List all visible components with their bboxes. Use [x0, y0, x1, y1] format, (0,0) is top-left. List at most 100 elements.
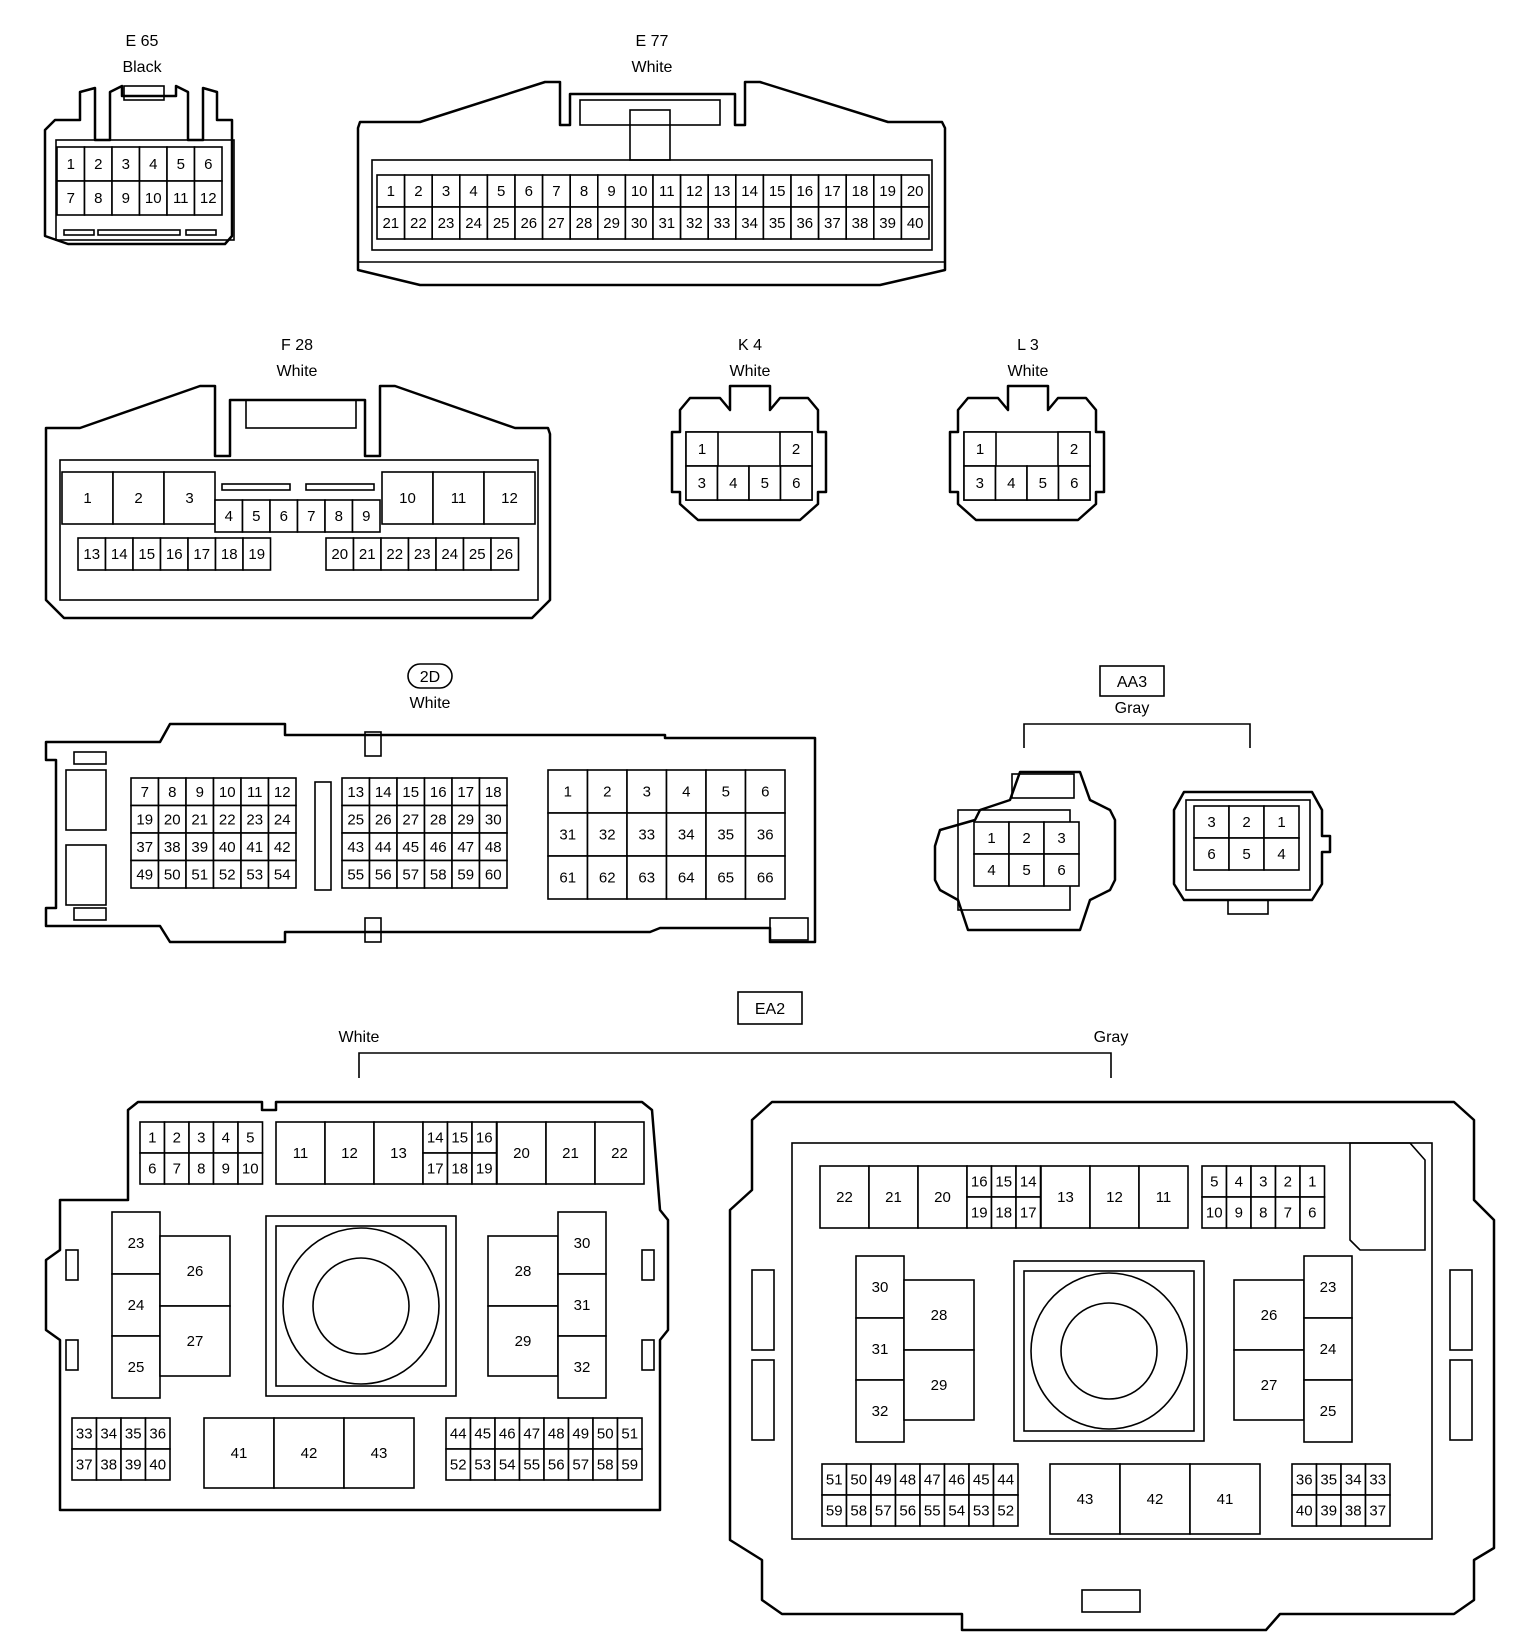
- ea2-gray-pin-20-cavity: [917, 1165, 968, 1229]
- ea2-gray-pin-27-label: 27: [1261, 1377, 1278, 1394]
- ea2-white-pin-28-cavity: [487, 1235, 559, 1307]
- ea2-white-pin-56-cavity: [543, 1448, 570, 1481]
- e65-pin-10-label: 10: [145, 190, 162, 207]
- ea2-white-pin-29-cavity: [487, 1305, 559, 1377]
- f28-pin-2-label: 2: [134, 490, 142, 507]
- d2-pin-61-cavity: [547, 855, 589, 900]
- d2-pin-24-label: 24: [274, 811, 291, 828]
- d2-pin-51-cavity: [185, 859, 215, 889]
- f28-pin-20-cavity: [325, 537, 355, 571]
- d2-pin-26-label: 26: [375, 811, 392, 828]
- f28-pin-14-label: 14: [111, 546, 128, 563]
- e77-pin-11-label: 11: [659, 183, 675, 200]
- aa3-left-pin-6-label: 6: [1057, 862, 1065, 879]
- e65-pin-12-label: 12: [200, 190, 217, 207]
- ea2-gray-pin-27-cavity: [1233, 1349, 1305, 1421]
- d2-pin-48-label: 48: [485, 839, 502, 856]
- d2-pin-29-cavity: [451, 804, 481, 834]
- ea2-white-pin-28-label: 28: [515, 1263, 532, 1280]
- ea2-gray-pin-26-cavity: [1233, 1279, 1305, 1351]
- ea2-gray-pin-2-label: 2: [1284, 1174, 1292, 1191]
- connector-f28-code: F 28: [281, 337, 313, 354]
- ea2-gray-pin-36-label: 36: [1296, 1472, 1313, 1489]
- f28-pin-12-cavity: [483, 471, 536, 525]
- d2-pin-31-label: 31: [559, 827, 576, 844]
- d2-pin-18-label: 18: [485, 784, 502, 801]
- aa3-right-pin-1-label: 1: [1277, 814, 1285, 831]
- ea2-white-pin-18-cavity: [446, 1152, 473, 1185]
- e77-pin-34-label: 34: [741, 215, 758, 232]
- f28-pin-19-label: 19: [248, 546, 265, 563]
- d2-pin-12-label: 12: [274, 784, 291, 801]
- e77-pin-24-label: 24: [465, 215, 482, 232]
- d2-pin-26-cavity: [368, 804, 398, 834]
- l3-pin-5-cavity: [1026, 465, 1060, 501]
- ea2-white-pin-26-cavity: [159, 1235, 231, 1307]
- f28-pin-9-label: 9: [362, 508, 370, 525]
- ea2-gray-pin-20-label: 20: [934, 1189, 951, 1206]
- ea2-gray-pin-28-label: 28: [931, 1307, 948, 1324]
- ea2-gray-pin-54-cavity: [943, 1494, 970, 1527]
- e65-pin-2-label: 2: [94, 156, 102, 173]
- ea2-gray-pin-25-label: 25: [1320, 1403, 1337, 1420]
- connector-ea2-code: EA2: [755, 1001, 785, 1018]
- ea2-white-pin-11-label: 11: [293, 1145, 309, 1162]
- e77-pin-15-label: 15: [769, 183, 786, 200]
- f28-pin-3-cavity: [163, 471, 216, 525]
- aa3-left-pin-4-label: 4: [987, 862, 995, 879]
- d2-pin-4-cavity: [665, 769, 707, 814]
- e65-pin-8-label: 8: [94, 190, 102, 207]
- connector-k4-code: K 4: [738, 337, 762, 354]
- k4-pin-2-label: 2: [792, 441, 800, 458]
- e77-pin-32-label: 32: [686, 215, 703, 232]
- ea2-gray-pin-6-label: 6: [1308, 1205, 1316, 1222]
- e77-pin-9-cavity: [596, 174, 627, 208]
- ea2-white-pin-47-cavity: [518, 1417, 545, 1450]
- e77-pin-28-label: 28: [576, 215, 593, 232]
- ea2-white-pin-7-label: 7: [173, 1161, 181, 1178]
- ea2-gray-pin-38-label: 38: [1345, 1503, 1362, 1520]
- ea2-gray-pin-48-label: 48: [899, 1472, 916, 1489]
- e65-pin-5-label: 5: [177, 156, 185, 173]
- ea2-gray-pin-40-label: 40: [1296, 1503, 1313, 1520]
- d2-pin-60-label: 60: [485, 866, 502, 883]
- ea2-white-pin-17-cavity: [422, 1152, 449, 1185]
- d2-pin-40-label: 40: [219, 839, 236, 856]
- ea2-white-pin-3-cavity: [188, 1121, 215, 1154]
- d2-pin-9-label: 9: [196, 784, 204, 801]
- e77-pin-33-label: 33: [714, 215, 731, 232]
- ea2-gray-pin-39-cavity: [1315, 1494, 1342, 1527]
- connector-aa3-color: Gray: [1115, 700, 1150, 717]
- f28-pin-21-cavity: [352, 537, 382, 571]
- e77-pin-38-label: 38: [852, 215, 869, 232]
- ea2-gray-pin-43-cavity: [1049, 1463, 1121, 1535]
- e65-pin-10-cavity: [138, 180, 168, 216]
- ea2-white-pin-10-label: 10: [242, 1161, 259, 1178]
- d2-pin-57-label: 57: [402, 866, 419, 883]
- e77-pin-5-label: 5: [497, 183, 505, 200]
- d2-pin-58-label: 58: [430, 866, 447, 883]
- ea2-white-pin-56-label: 56: [548, 1457, 565, 1474]
- e77-pin-16-label: 16: [796, 183, 813, 200]
- f28-pin-25-cavity: [462, 537, 492, 571]
- e77-pin-7-label: 7: [552, 183, 560, 200]
- e77-pin-9-label: 9: [607, 183, 615, 200]
- ea2-gray-pin-39-label: 39: [1320, 1503, 1337, 1520]
- d2-pin-66-cavity: [744, 855, 786, 900]
- d2-pin-65-label: 65: [717, 870, 734, 887]
- aa3-left-pin-3-label: 3: [1057, 830, 1065, 847]
- d2-pin-28-label: 28: [430, 811, 447, 828]
- l3-pin-6-cavity: [1057, 465, 1091, 501]
- ea2-white-pin-36-label: 36: [149, 1426, 166, 1443]
- ea2-gray-pin-51-cavity: [821, 1463, 848, 1496]
- d2-pin-42-label: 42: [274, 839, 291, 856]
- f28-pin-15-cavity: [132, 537, 162, 571]
- ea2-white-pin-59-cavity: [616, 1448, 643, 1481]
- e77-pin-27-label: 27: [548, 215, 565, 232]
- l3-pin-1-label: 1: [976, 441, 984, 458]
- d2-pin-49-label: 49: [136, 866, 153, 883]
- ea2-gray-pin-54-label: 54: [948, 1503, 965, 1520]
- ea2-white-pin-59-label: 59: [621, 1457, 638, 1474]
